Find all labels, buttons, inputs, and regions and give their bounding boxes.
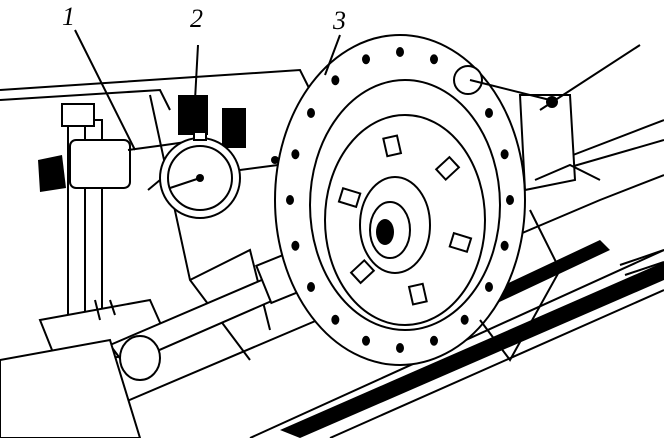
rivet-hole — [307, 108, 316, 119]
rivet-hole — [291, 240, 300, 251]
rivet-hole — [506, 195, 514, 205]
rivet-hole — [429, 335, 438, 346]
rivet-hole — [362, 54, 371, 65]
rivet-hole — [286, 195, 294, 205]
rivet-hole — [307, 281, 316, 292]
label-3: 3 — [333, 6, 346, 35]
rivet-hole — [484, 281, 493, 292]
rivet-hole — [429, 54, 438, 65]
rivet-hole — [460, 314, 469, 325]
damper-spring — [434, 155, 461, 182]
label-1: 1 — [62, 2, 75, 31]
tailstock — [453, 44, 641, 192]
rivet-hole — [500, 149, 509, 160]
rivet-hole — [331, 75, 340, 86]
leader-lines — [74, 29, 341, 151]
rivet-hole — [484, 108, 493, 119]
label-2: 2 — [190, 4, 203, 33]
damper-spring — [382, 134, 403, 158]
damper-spring — [337, 186, 362, 209]
back-plate — [0, 68, 311, 361]
damper-spring — [349, 258, 376, 285]
rivet-hole — [500, 240, 509, 251]
rivet-hole — [331, 314, 340, 325]
clutch-disc — [274, 34, 562, 366]
damper-spring — [448, 231, 473, 254]
rivet-hole — [396, 47, 404, 57]
rivet-hole — [396, 343, 404, 353]
rivet-hole — [291, 149, 300, 160]
dial-indicator — [147, 95, 279, 219]
rivet-hole — [362, 335, 371, 346]
damper-spring — [407, 282, 428, 306]
